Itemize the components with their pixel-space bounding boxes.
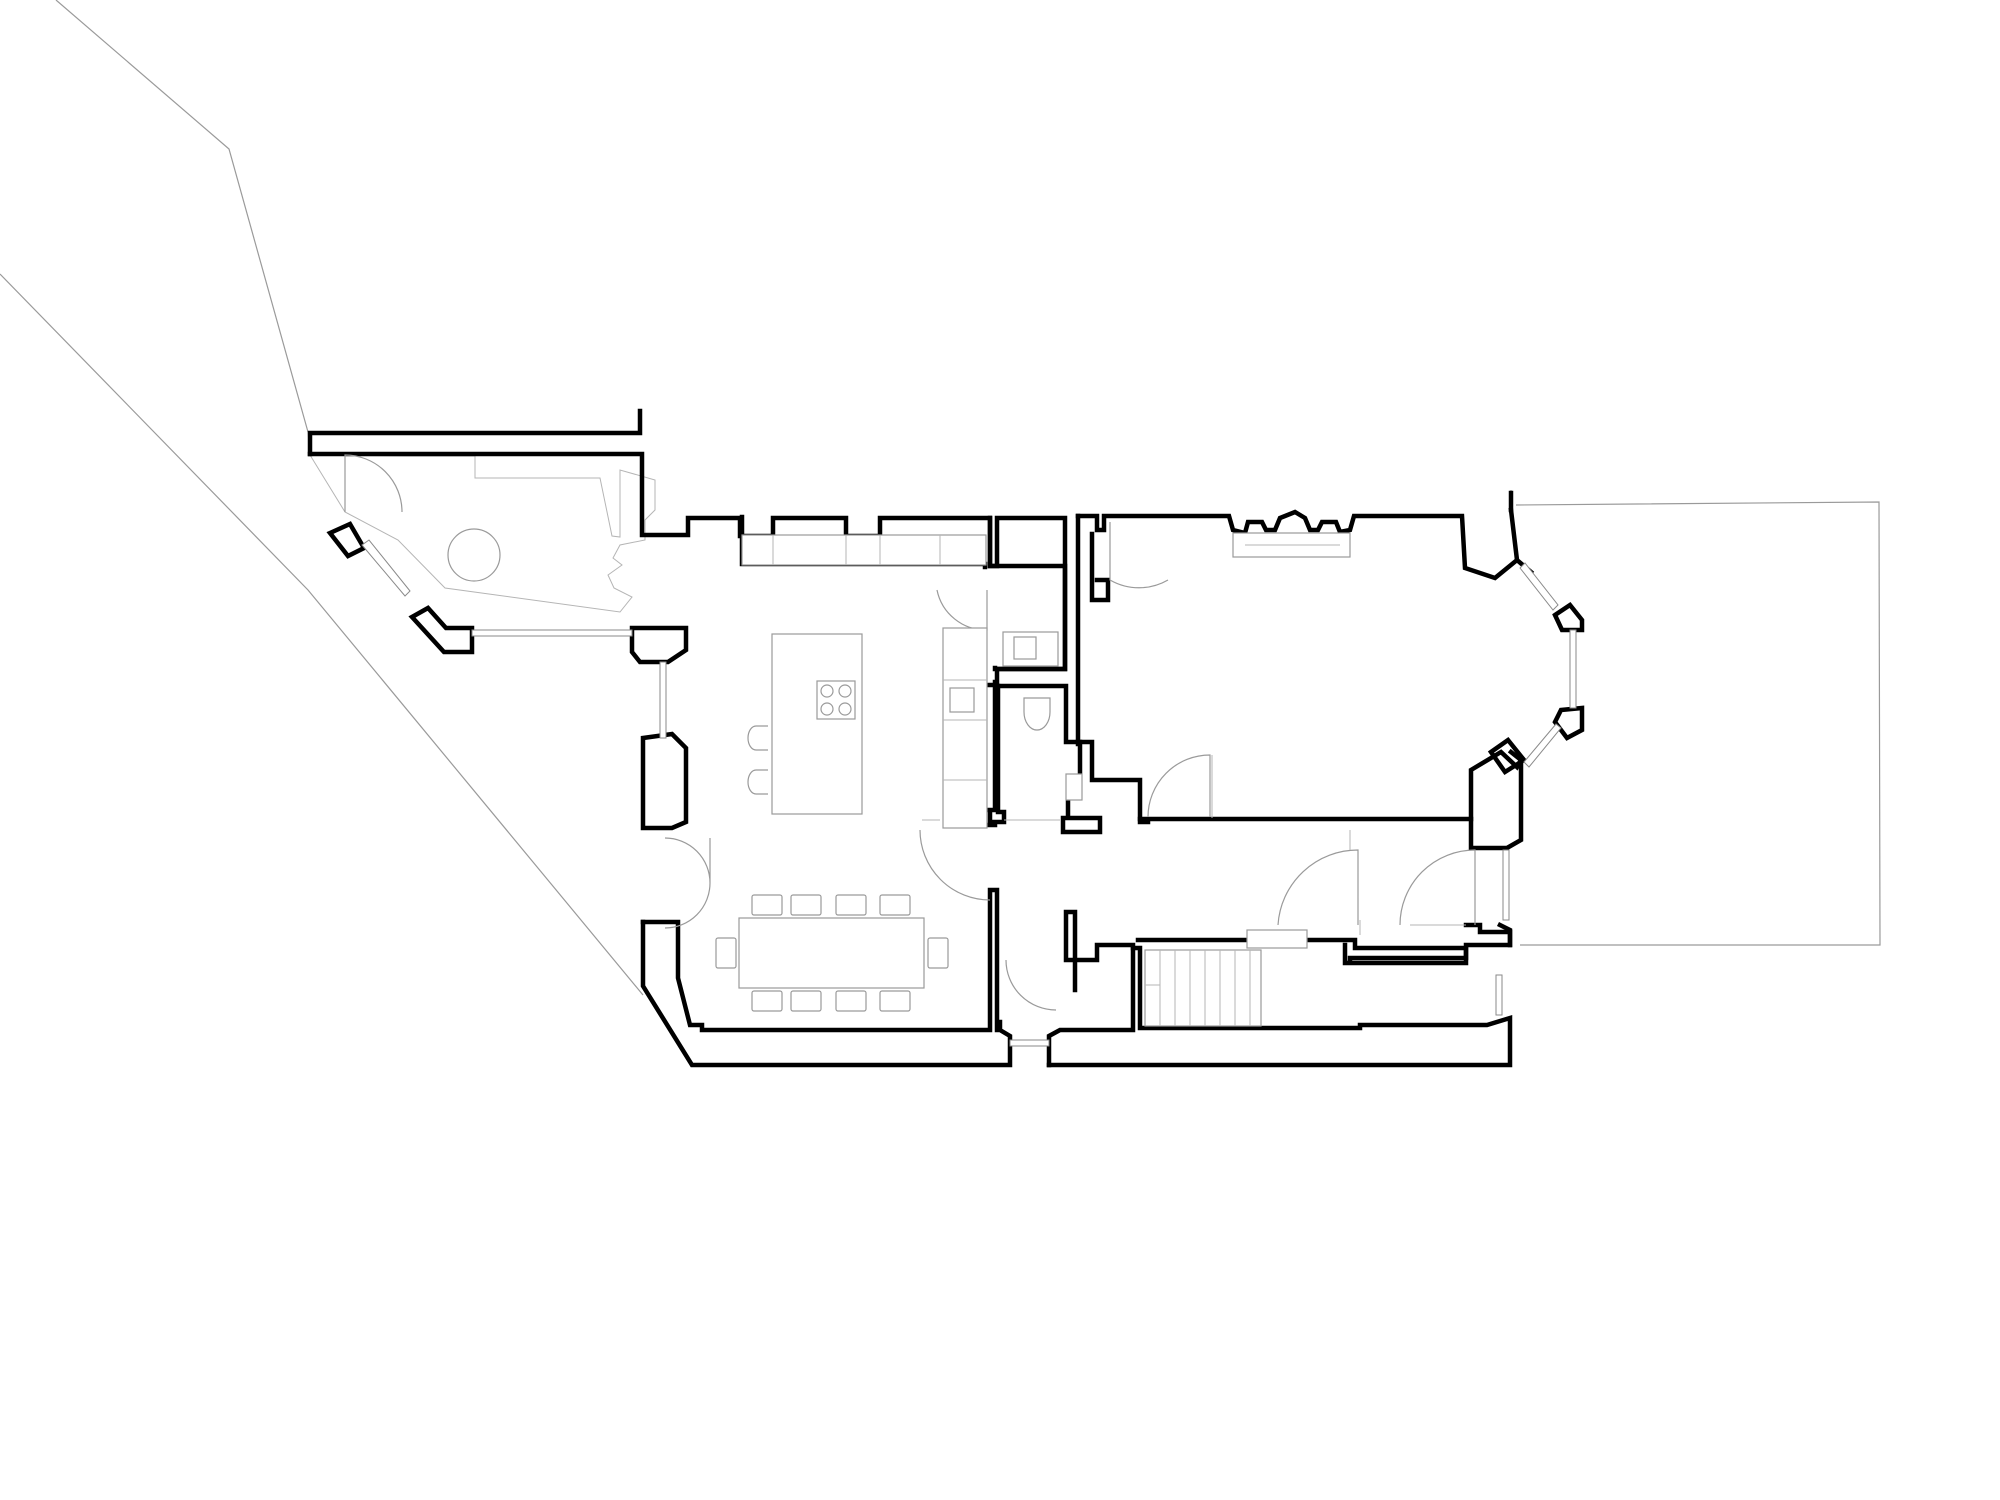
bay-window-centre	[1569, 629, 1577, 709]
door-hall-front-swing	[1277, 849, 1359, 926]
kitchen-fixtures	[741, 534, 988, 829]
utility-sink-bowl	[1013, 636, 1037, 660]
window-angled-nw	[361, 539, 411, 597]
rear-pier-1	[629, 625, 689, 665]
door-front-room-nw-swing	[1109, 522, 1169, 589]
boundary-line-north	[55, 0, 309, 433]
site-boundary-lines	[0, 0, 1881, 996]
dining-wall-inner	[640, 887, 1000, 1033]
doors	[344, 454, 1476, 1011]
corner-pier-nw-2	[408, 605, 475, 655]
hob-burner	[820, 702, 834, 716]
wc-basin	[1065, 773, 1083, 801]
utility-wall	[987, 515, 1068, 672]
stair-flight	[1144, 949, 1262, 1027]
walls	[307, 408, 1585, 1068]
bay-north	[1508, 507, 1520, 563]
door-garden-swing	[344, 454, 403, 513]
window-front-door	[1502, 849, 1510, 921]
wc-fixtures	[1002, 631, 1083, 801]
rear-pier-2	[640, 731, 689, 831]
bar-stool	[747, 769, 768, 795]
front-wall-south-2	[1046, 945, 1513, 1068]
dining-set	[715, 894, 949, 1012]
dining-chair	[835, 894, 867, 916]
bar-stool	[747, 725, 768, 751]
hob	[816, 680, 856, 720]
door-kitchen-utility-swing	[936, 589, 988, 631]
kitchen-counter-east	[942, 627, 988, 829]
kitchen-island	[771, 633, 863, 815]
corner-pier-nw-1	[326, 521, 368, 559]
dining-chair	[790, 990, 822, 1012]
window-rear-north	[471, 629, 633, 637]
wc-west-wall	[987, 683, 1007, 825]
dining-chairs-north	[751, 894, 911, 916]
kitchen-counter-north	[741, 534, 987, 566]
hob-burner	[820, 684, 834, 698]
window-hall-south	[1495, 974, 1503, 1016]
boundary-line-east	[1515, 501, 1881, 946]
dining-chair	[879, 990, 911, 1012]
front-wall-south	[1046, 909, 1136, 1068]
dining-chair-east	[927, 937, 949, 969]
front-room-south-wall	[1137, 748, 1524, 822]
dining-chairs-south	[751, 990, 911, 1012]
front-room-north-wall	[1075, 509, 1535, 581]
dining-chair	[751, 990, 783, 1012]
fireplace	[1232, 532, 1351, 558]
front-room-walls	[1075, 513, 1151, 825]
boundary-line-west	[0, 273, 644, 996]
trim-lines	[922, 755, 1466, 935]
window-front-south	[1009, 1039, 1050, 1047]
bay-pier-ne	[1552, 601, 1585, 633]
dining-chair-west	[715, 937, 737, 969]
windows	[361, 539, 1577, 1047]
door-entrance-swing	[1399, 849, 1476, 926]
dining-chair	[790, 894, 822, 916]
hob-burner	[838, 702, 852, 716]
terrace-edge	[307, 431, 656, 613]
door-rear-french-swing-1	[664, 837, 711, 884]
bay-pier-s	[1487, 736, 1528, 776]
garden-wall-north	[307, 408, 643, 457]
front-room-west-wall	[1089, 531, 1111, 603]
window-rear-door	[659, 661, 667, 739]
door-utility-swing	[1005, 959, 1057, 1011]
wc-toilet	[1023, 697, 1051, 731]
door-front-room-swing	[1147, 754, 1211, 818]
bar-stools	[747, 725, 768, 795]
door-kitchen-hall-swing	[919, 829, 991, 901]
door-rear-french-swing-2	[664, 882, 711, 929]
rear-wall-south	[640, 919, 1013, 1068]
planter-circle	[447, 528, 501, 582]
dining-chair	[835, 990, 867, 1012]
staircase	[1144, 929, 1308, 1027]
bay-window-south	[1523, 723, 1562, 768]
kitchen-sink	[949, 687, 975, 713]
hall-east-wall	[1468, 757, 1524, 851]
dining-chair	[879, 894, 911, 916]
hob-burner	[838, 684, 852, 698]
dining-chair	[751, 894, 783, 916]
bay-pier-se	[1552, 705, 1585, 741]
stair-landing	[1246, 929, 1308, 949]
bay-window-north	[1519, 562, 1559, 611]
dining-table	[738, 917, 925, 989]
terrace-outline	[307, 431, 656, 613]
